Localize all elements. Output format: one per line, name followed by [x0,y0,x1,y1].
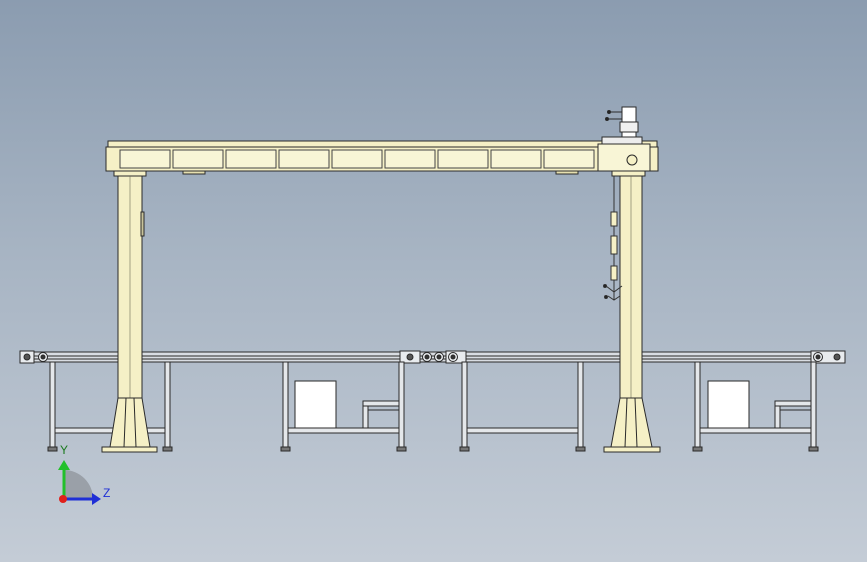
gantry-frame [101,106,661,453]
gantry-carriage [597,136,651,172]
right-conveyor-rail [445,351,846,363]
left-conveyor-legs [49,361,405,449]
x-axis-dot [59,495,67,503]
right-conveyor [445,350,846,452]
left-column [101,169,158,453]
left-workpiece-box [294,380,337,429]
left-conveyor [19,350,447,452]
gantry-beam [105,140,659,175]
hanging-gripper-cable [603,176,623,301]
left-conveyor-rail [19,351,447,363]
z-axis-motor [605,106,639,138]
right-column [603,169,661,453]
z-axis-label: Z [103,486,111,500]
y-axis-label: Y [60,443,69,457]
right-workpiece-box [707,380,750,429]
coordinate-triad [58,460,101,505]
